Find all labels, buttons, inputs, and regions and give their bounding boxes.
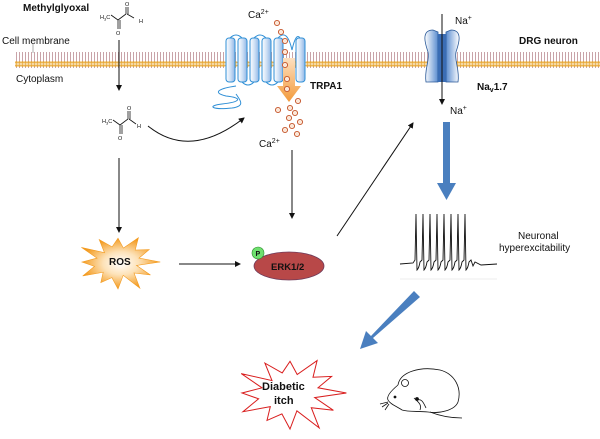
methylglyoxal-structure-inside: H3C O O H bbox=[102, 106, 141, 142]
svg-text:H: H bbox=[139, 19, 143, 25]
calcium-ion bbox=[296, 118, 304, 126]
big-arrow-to-hyperexcitability bbox=[437, 122, 456, 200]
ca-inside-label: Ca2+ bbox=[259, 138, 280, 150]
svg-text:O: O bbox=[125, 2, 130, 8]
neuronal-label-line1: Neuronal bbox=[518, 231, 559, 242]
mouse-illustration bbox=[379, 368, 463, 419]
svg-text:H3C: H3C bbox=[100, 15, 110, 22]
itch-label-line2: itch bbox=[274, 395, 294, 407]
ros-label: ROS bbox=[109, 257, 131, 268]
nav17-label: Nav1.7 bbox=[477, 82, 508, 94]
arrow-mgo-to-trpa1 bbox=[147, 117, 245, 142]
calcium-ion bbox=[283, 85, 291, 93]
calcium-ion bbox=[285, 114, 293, 122]
calcium-ion bbox=[291, 109, 299, 117]
ros-burst: ROS bbox=[80, 236, 161, 290]
itch-label-line1: Diabetic bbox=[262, 381, 305, 393]
trpa1-channel bbox=[212, 34, 306, 109]
trpa1-helices bbox=[225, 34, 306, 86]
ca-outside-label: Ca2+ bbox=[248, 9, 269, 21]
calcium-ion bbox=[293, 130, 301, 138]
svg-text:H3C: H3C bbox=[102, 119, 112, 126]
svg-text:O: O bbox=[127, 106, 132, 112]
calcium-ions bbox=[273, 19, 304, 138]
cell-membrane-bilayer bbox=[15, 52, 600, 68]
cell-membrane-label: Cell membrane bbox=[2, 36, 70, 47]
big-arrow-to-itch bbox=[360, 291, 420, 349]
erk12-label: ERK1/2 bbox=[271, 262, 304, 273]
na-outside-label: Na+ bbox=[455, 15, 472, 27]
calcium-ion bbox=[288, 122, 296, 130]
diabetic-itch-burst: Diabetic itch bbox=[240, 359, 347, 431]
calcium-ion bbox=[281, 48, 289, 56]
action-potential-trace bbox=[399, 213, 498, 280]
calcium-ion bbox=[281, 37, 289, 45]
calcium-ion bbox=[281, 126, 289, 134]
calcium-ion bbox=[274, 106, 282, 114]
svg-text:O: O bbox=[116, 31, 121, 37]
calcium-ion bbox=[294, 97, 302, 105]
phospho-badge bbox=[251, 246, 265, 260]
methylglyoxal-structure-outside: H3C O O H bbox=[100, 2, 143, 37]
trpa1-label: TRPA1 bbox=[310, 81, 342, 92]
calcium-ion bbox=[283, 75, 291, 83]
calcium-ion bbox=[281, 61, 289, 69]
methylglyoxal-label: Methylglyoxal bbox=[23, 3, 89, 14]
erk12-node: ERK1/2 P bbox=[251, 246, 325, 281]
svg-text:H: H bbox=[137, 124, 141, 130]
arrow-erk-to-nav bbox=[336, 122, 414, 237]
svg-text:O: O bbox=[118, 136, 123, 142]
cytoplasm-label: Cytoplasm bbox=[16, 74, 63, 85]
calcium-ion bbox=[273, 19, 281, 27]
calcium-ion bbox=[286, 104, 294, 112]
drg-neuron-label: DRG neuron bbox=[519, 36, 578, 47]
calcium-ion bbox=[277, 28, 285, 36]
na-inside-label: Na+ bbox=[450, 105, 467, 117]
phospho-label: P bbox=[256, 251, 261, 258]
neuronal-label-line2: hyperexcitability bbox=[499, 243, 570, 254]
